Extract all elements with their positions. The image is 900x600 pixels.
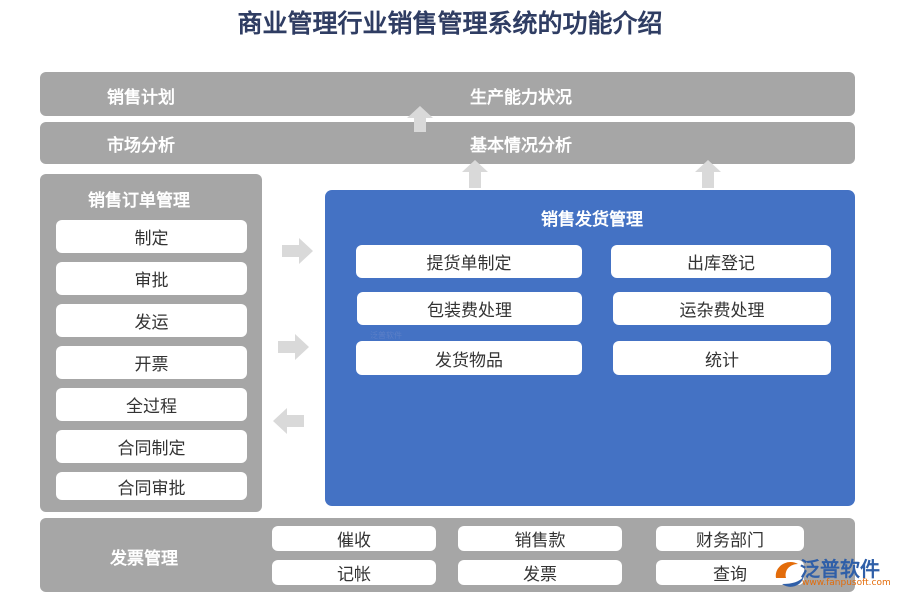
sales-plan-label: 销售计划 [107,88,175,108]
logo-url: www.fanpusoft.com [802,578,891,588]
up-arrow-icon [407,106,433,132]
up-arrow-icon [695,160,721,188]
invoice-item: 发票 [458,560,622,585]
delivery-item: 运杂费处理 [613,292,831,325]
sales-order-item: 合同制定 [56,430,247,463]
sales-order-item: 审批 [56,262,247,295]
sales-order-item: 发运 [56,304,247,337]
basic-situation-label: 基本情况分析 [470,136,572,156]
delivery-item: 包装费处理 [357,292,582,325]
watermark-text: 泛普软件 [370,331,402,340]
page-title: 商业管理行业销售管理系统的功能介绍 [237,9,663,38]
logo-name: 泛普软件 [800,557,880,581]
sales-order-item: 制定 [56,220,247,253]
sales-order-item: 合同审批 [56,472,247,500]
delivery-item: 发货物品 [356,341,582,375]
delivery-item: 出库登记 [611,245,831,278]
market-analysis-label: 市场分析 [107,136,175,156]
invoice-item: 催收 [272,526,436,551]
invoice-item: 销售款 [458,526,622,551]
up-arrow-icon [462,160,488,188]
production-capacity-label: 生产能力状况 [470,88,572,108]
top-bar-market: 市场分析 基本情况分析 [40,122,855,164]
invoice-item: 财务部门 [656,526,804,551]
delivery-title: 销售发货管理 [541,210,643,230]
invoice-item: 记帐 [272,560,436,585]
left-arrow-icon [273,408,304,434]
delivery-item: 提货单制定 [356,245,582,278]
sales-order-title: 销售订单管理 [88,191,190,211]
fanpu-logo-icon [775,561,804,587]
invoice-title: 发票管理 [110,549,178,569]
sales-order-item: 开票 [56,346,247,379]
sales-order-item: 全过程 [56,388,247,421]
right-arrow-icon [282,238,313,264]
right-arrow-icon [278,334,309,360]
top-bar-plan: 销售计划 生产能力状况 [40,72,855,116]
delivery-item: 统计 [613,341,831,375]
